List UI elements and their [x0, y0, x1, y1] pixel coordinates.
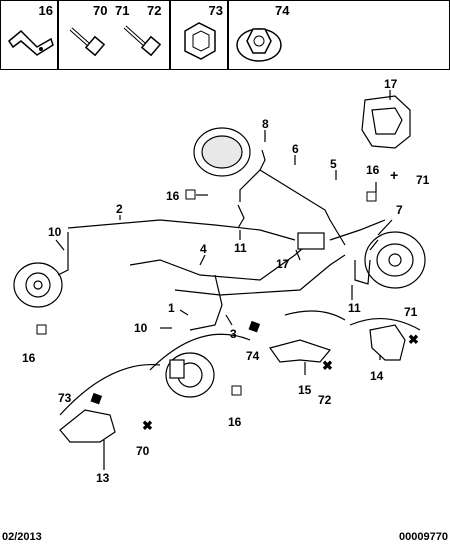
hex-bolt-icon: [69, 27, 106, 57]
header-label-74: 74: [275, 3, 290, 18]
brake-pipe-6: [239, 169, 346, 246]
callout-5: 5: [330, 157, 337, 171]
brake-pipe-left-drop: [57, 232, 69, 276]
spring-clip-icon: [184, 22, 216, 60]
callout-16c: 16: [22, 351, 36, 365]
brake-pipe-3: [189, 274, 223, 331]
front-disc-bottom: [165, 352, 215, 398]
header-cell-74[interactable]: 74: [228, 0, 450, 70]
callout-70: 70: [136, 444, 150, 458]
callout-74: 74: [246, 349, 260, 363]
bracket-15: [269, 339, 332, 363]
callout-15: 15: [298, 383, 312, 397]
callout-7: 7: [396, 203, 403, 217]
svg-text:✖: ✖: [322, 358, 333, 373]
footer-ref: 00009770: [399, 531, 448, 543]
brake-pipe-5: [329, 219, 386, 241]
brake-valve-block: [361, 95, 411, 149]
svg-text:+: +: [390, 167, 398, 183]
callout-11a: 11: [234, 241, 247, 255]
hose-11-upper: [237, 204, 245, 229]
svg-text:✖: ✖: [408, 332, 419, 347]
callout-16d: 16: [228, 415, 242, 429]
callout-labels: 8 6 5 17 71 16 16 11 2 7 10 4 17 11 1 10…: [22, 77, 430, 485]
bolt-screws-icon: [69, 25, 162, 57]
callout-11b: 11: [348, 301, 361, 315]
callout-14: 14: [370, 369, 384, 383]
brake-distributor: [297, 232, 325, 250]
brake-pipe-7: [369, 239, 379, 251]
callout-71a: 71: [416, 173, 430, 187]
parts-header-strip: 16 70 71 72 73: [0, 0, 450, 70]
callout-13: 13: [96, 471, 110, 485]
header-cell-73[interactable]: 73: [170, 0, 228, 70]
callout-3: 3: [230, 327, 237, 341]
brake-pipe-11-hose: [354, 259, 371, 285]
wheel-hub-right: [364, 231, 426, 289]
header-cell-16[interactable]: 16: [0, 0, 58, 70]
wheel-arch-left: [59, 363, 161, 416]
callout-71b: 71: [404, 305, 418, 319]
callout-16a: 16: [366, 163, 380, 177]
footer-date: 02/2013: [2, 531, 42, 543]
bracket-13: [59, 409, 116, 443]
brake-pipe-main: [174, 254, 346, 296]
flange-nut-icon: [236, 28, 282, 62]
header-label-16: 16: [38, 3, 53, 18]
callout-73: 73: [58, 391, 72, 405]
callout-10a: 10: [48, 225, 62, 239]
reference-markers: + ✖ ✖ ✖: [36, 167, 419, 433]
header-label-70: 70: [93, 3, 108, 18]
callout-8: 8: [262, 117, 269, 131]
wheel-arch-mid: [149, 333, 251, 371]
callout-2: 2: [116, 202, 123, 216]
bracket-clip-icon: [8, 29, 54, 56]
callout-16b: 16: [166, 189, 180, 203]
bracket-14: [369, 324, 406, 361]
wheel-hub-left: [13, 262, 63, 308]
callout-17a: 17: [384, 77, 398, 91]
callout-72: 72: [318, 393, 332, 407]
callout-6: 6: [292, 142, 299, 156]
callout-10b: 10: [134, 321, 148, 335]
rear-drum-top: [193, 127, 251, 177]
header-label-72: 72: [147, 3, 162, 18]
svg-text:✖: ✖: [142, 418, 153, 433]
brake-lines-diagram: + ✖ ✖ ✖ 8 6 5 17 71 16 16 11 2 7 10 4 17…: [13, 77, 430, 485]
screw-icon: [123, 25, 162, 57]
wheel-arch-right: [284, 310, 346, 321]
callout-17b: 17: [276, 257, 290, 271]
brake-pipe-2: [67, 219, 296, 241]
wheel-arch-far-right: [349, 317, 421, 331]
callout-1: 1: [168, 301, 175, 315]
header-label-71: 71: [115, 3, 130, 18]
header-label-73: 73: [208, 3, 223, 18]
header-cell-70-71-72[interactable]: 70 71 72: [58, 0, 170, 70]
brake-pipe-8: [259, 149, 266, 171]
callout-4: 4: [200, 242, 207, 256]
